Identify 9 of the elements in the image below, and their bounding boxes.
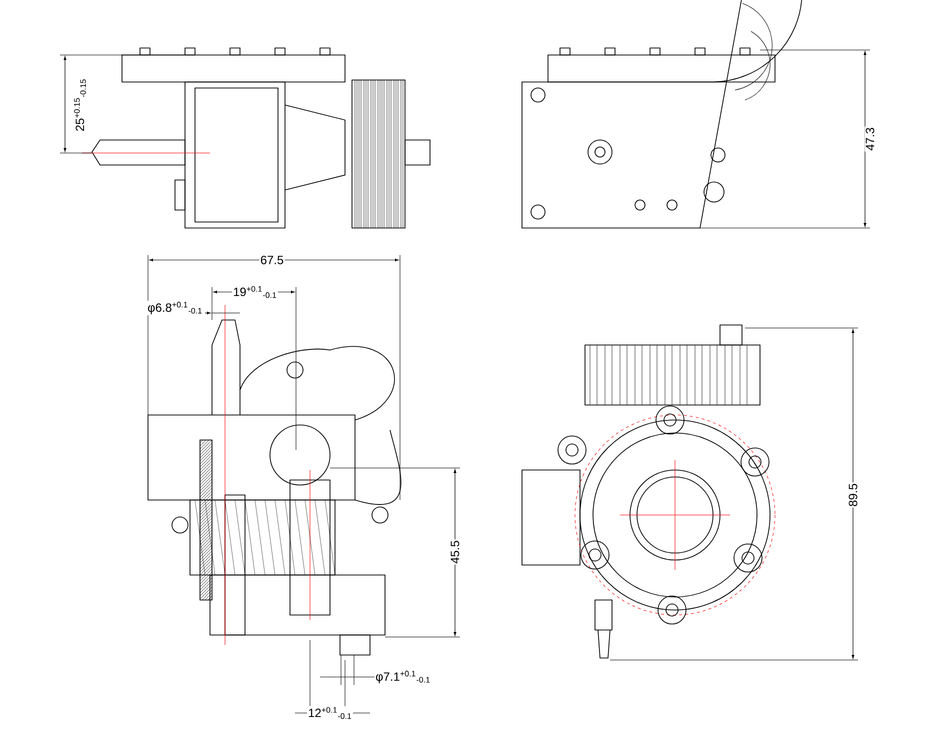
dimension-label: 19$^{+0.1}$-0.1: [232, 285, 278, 299]
dimension-label: 12$^{+0.1}$-0.1: [307, 706, 353, 720]
dimension-label: φ7.1$^{+0.1}$-0.1: [374, 670, 432, 684]
dimension-label: 89.5: [848, 482, 858, 508]
dimension-label: 45.5: [450, 539, 460, 565]
dimension-label: 25$^{+0.15}$-0.15: [73, 78, 87, 132]
dimension-label: 67.5: [259, 254, 285, 266]
dimension-label: φ6.8$^{+0.1}$-0.1: [146, 300, 204, 316]
dimension-label: 47.3: [864, 126, 876, 152]
